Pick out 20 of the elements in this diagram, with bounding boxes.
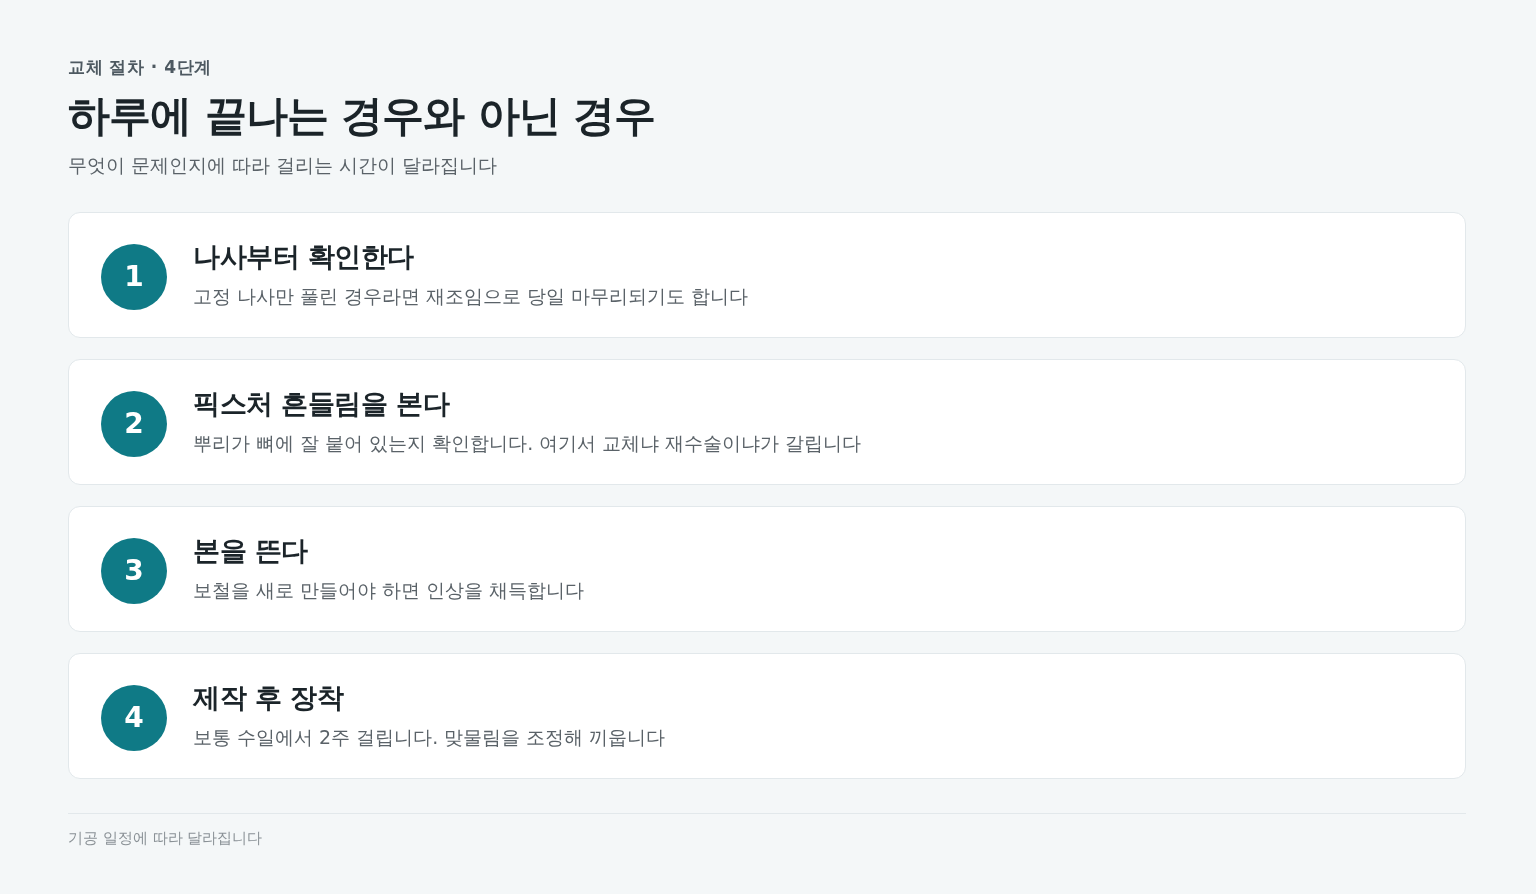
step-card <box>68 506 1466 632</box>
step-card <box>68 653 1466 779</box>
step-description: 보철을 새로 만들어야 하면 인상을 채득합니다 <box>193 578 585 603</box>
step-description: 고정 나사만 풀린 경우라면 재조임으로 당일 마무리되기도 합니다 <box>193 284 749 309</box>
title-text: 하루에 끝나는 경우와 아닌 경우 <box>68 90 656 142</box>
step-title: 제작 후 장착 <box>193 681 344 715</box>
footer-note: 기공 일정에 따라 달라집니다 <box>68 829 263 848</box>
step-card <box>68 212 1466 338</box>
step-card <box>68 359 1466 485</box>
step-title: 본을 뜬다 <box>193 534 308 568</box>
step-number: 2 <box>101 391 167 457</box>
step-title: 나사부터 확인한다 <box>193 240 414 274</box>
step-description: 보통 수일에서 2주 걸립니다. 맞물림을 조정해 끼웁니다 <box>193 725 666 750</box>
step-number: 3 <box>101 538 167 604</box>
subtitle-text: 무엇이 문제인지에 따라 걸리는 시간이 달라집니다 <box>68 153 498 178</box>
step-number: 4 <box>101 685 167 751</box>
step-title: 픽스처 흔들림을 본다 <box>193 387 450 421</box>
eyebrow-text: 교체 절차 · 4단계 <box>68 56 212 79</box>
step-description: 뿌리가 뼈에 잘 붙어 있는지 확인합니다. 여기서 교체냐 재수술이냐가 갈립니다 <box>193 431 862 456</box>
step-number: 1 <box>101 244 167 310</box>
